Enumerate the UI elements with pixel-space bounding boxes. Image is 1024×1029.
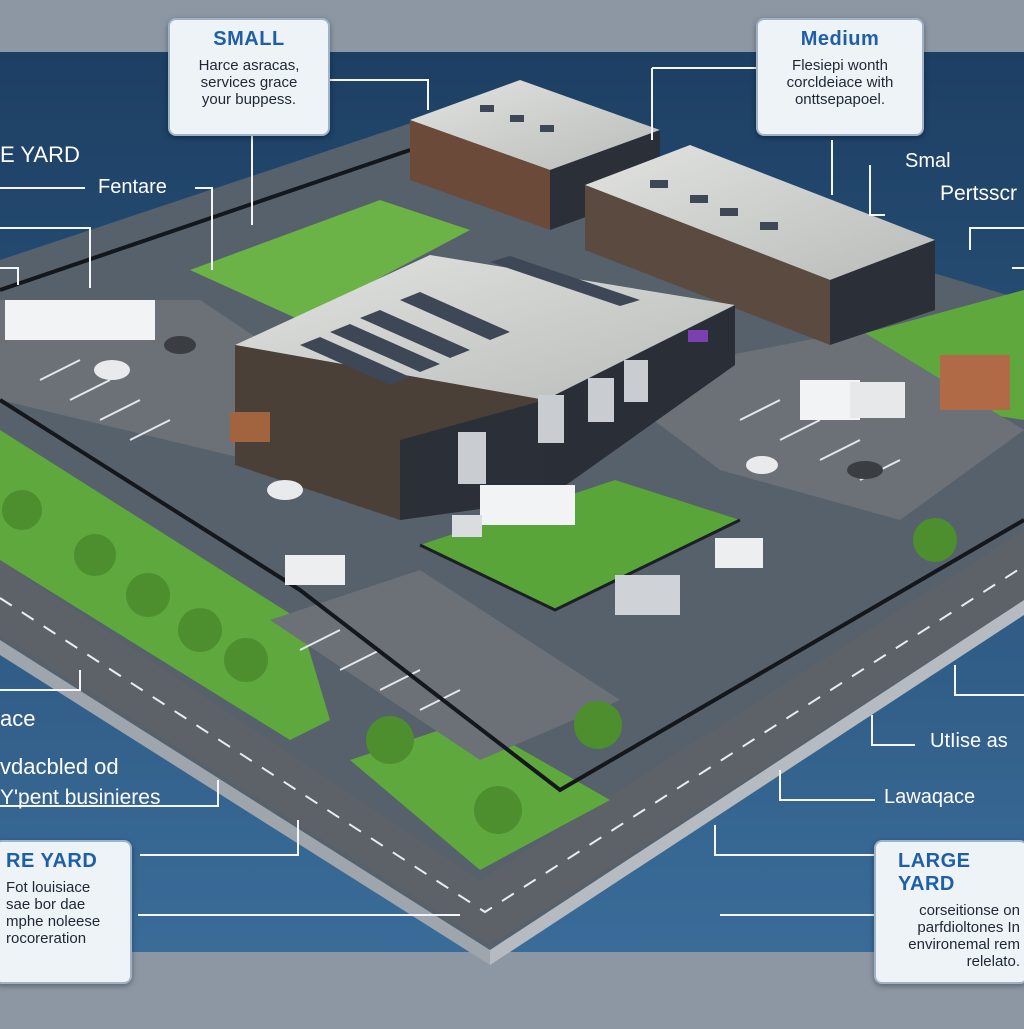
van-2 (715, 538, 763, 568)
perimeter-fence (0, 398, 1024, 793)
callout-large-yard: LARGE YARD corseitionse on parfdioltones… (874, 840, 1024, 984)
label-smal: Smal (905, 150, 951, 172)
vehicles (5, 300, 905, 615)
pallet-stack (940, 355, 1010, 410)
central-lawn (420, 480, 740, 610)
label-fentare: Fentare (98, 176, 167, 198)
parking-lines (39, 359, 901, 711)
label-ace: ace (0, 706, 36, 731)
callout-leader-lines (0, 67, 1024, 916)
label-pent-businesses: Y'pent businieres (0, 786, 161, 809)
truck-trailer-center (480, 485, 575, 525)
grass-yard-back (190, 200, 470, 320)
label-utiise: UtIise as (930, 730, 1008, 752)
building-main-side (545, 305, 735, 500)
callout-small-title: SMALL (213, 28, 285, 50)
solar-panels (300, 105, 778, 385)
road-lane-marking (0, 565, 1024, 914)
central-lawn-fence (419, 518, 741, 612)
callout-large-yard-body: corseitionse on parfdioltones In environ… (908, 902, 1020, 970)
signage (688, 330, 708, 342)
building-small-front (410, 120, 550, 230)
truck-trailer-left (5, 300, 155, 340)
truck-bottom (615, 575, 680, 615)
pallet-stack-small (230, 412, 270, 442)
platform-edge-left (0, 640, 490, 965)
callout-re-yard-title: RE YARD (6, 850, 98, 872)
label-pertsscr: Pertsscr (940, 182, 1018, 205)
parking-bottom (270, 570, 620, 760)
building-medium-roof (585, 145, 935, 280)
callout-small: SMALL Harce asracas, services grace your… (168, 18, 330, 136)
building-small-roof (410, 80, 660, 170)
van-1 (285, 555, 345, 585)
callout-small-body: Harce asracas, services grace your buppe… (198, 57, 300, 108)
rear-fence (0, 148, 411, 292)
callout-re-yard: RE YARD Fot louisiace sae bor dae mphe n… (0, 840, 132, 984)
callout-re-yard-body: Fot louisiace sae bor dae mphe noleese r… (6, 879, 101, 947)
road (0, 530, 1024, 945)
building-medium-side (830, 240, 935, 345)
callout-medium-body: Flesiepi wonth corcldeiace with onttsepa… (786, 57, 894, 108)
callout-large-yard-title: LARGE YARD (898, 850, 971, 895)
trees (2, 490, 957, 834)
loading-doors (458, 360, 648, 484)
building-medium-front (585, 185, 830, 345)
label-dacbled: vdacbled od (0, 754, 119, 779)
callout-medium-title: Medium (800, 28, 880, 50)
platform-edge-right (490, 600, 1024, 965)
label-e-yard: E YARD (0, 142, 80, 167)
callout-medium: Medium Flesiepi wonth corcldeiace with o… (756, 18, 924, 136)
label-lawaqace: Lawaqace (884, 786, 976, 808)
